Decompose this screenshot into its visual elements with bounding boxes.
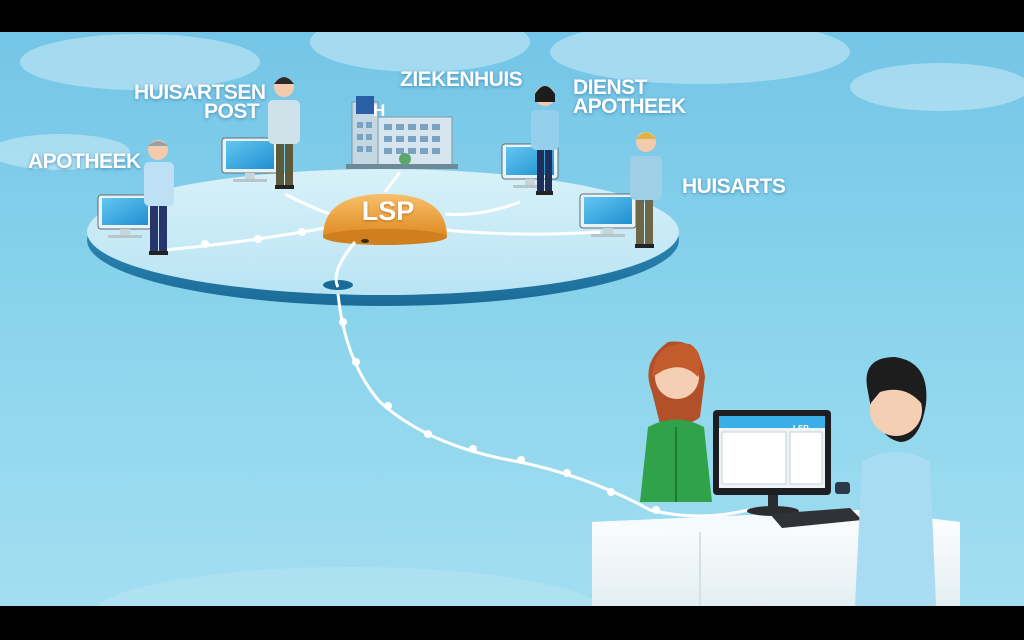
node-label-ziekenhuis: ZIEKENHUIS <box>400 68 523 91</box>
huisarts-monitor <box>579 193 637 237</box>
apotheek-monitor <box>97 194 153 238</box>
letterbox-bottom <box>0 606 1024 640</box>
node-label-huisarts: HUISARTS <box>682 175 786 198</box>
lsp-hub-label: LSP <box>361 196 415 226</box>
apotheek-person <box>144 140 174 255</box>
pharmacist-person <box>835 357 936 606</box>
hospital-sign: H <box>373 101 385 120</box>
lsp-hub-base <box>323 229 447 245</box>
huisartsenpost-person <box>268 77 300 189</box>
downlink-dots <box>339 318 660 514</box>
clouds <box>0 32 1024 170</box>
counter-monitor <box>713 410 862 528</box>
node-label-dienstapotheek: DIENST APOTHEEK <box>573 76 686 118</box>
letterbox-top <box>0 0 1024 32</box>
huisartsenpost-monitor <box>221 137 279 182</box>
customer-person <box>640 341 712 502</box>
link-dots <box>201 228 306 248</box>
lsp-hub <box>323 194 447 237</box>
ziekenhuis-building <box>346 96 458 169</box>
floor-shadow <box>96 567 604 606</box>
node-label-apotheek: APOTHEEK <box>28 150 141 173</box>
diagram-scene <box>0 32 1024 606</box>
node-label-huisartsenpost: HUISARTSEN POST <box>134 81 266 123</box>
network-links <box>164 171 601 252</box>
dienstapotheek-person <box>531 86 559 195</box>
counter-screen-label: LSP <box>793 424 809 433</box>
huisarts-person <box>630 132 662 248</box>
